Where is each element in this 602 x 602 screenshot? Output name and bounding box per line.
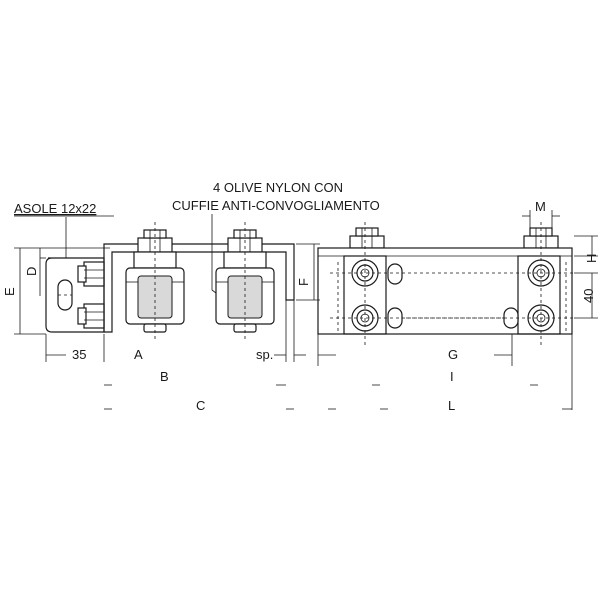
dim-h: H: [584, 254, 599, 263]
dimension-lines: [14, 210, 598, 410]
side-bracket: [103, 243, 295, 333]
dim-m: M: [535, 199, 546, 214]
dim-sp: sp.: [256, 347, 273, 362]
dim-g: G: [448, 347, 458, 362]
slots-label: ASOLE 12x22: [14, 201, 96, 216]
note-line-2: CUFFIE ANTI-CONVOGLIAMENTO: [172, 198, 380, 213]
dim-b: B: [160, 369, 169, 384]
side-nut-bottom: [77, 303, 105, 329]
dim-a: A: [134, 347, 143, 362]
note-line-1: 4 OLIVE NYLON CON: [213, 180, 343, 195]
side-nut-top: [77, 261, 105, 287]
dim-l: L: [448, 398, 455, 413]
front-slot-1: [387, 263, 403, 285]
front-bracket-left: [343, 255, 387, 335]
dim-40: 40: [581, 289, 596, 303]
dim-35: 35: [72, 347, 86, 362]
front-top-bolt-1: [349, 227, 385, 249]
front-bracket-right: [517, 255, 561, 335]
dim-i: I: [450, 369, 454, 384]
dim-f: F: [296, 278, 311, 286]
dim-c: C: [196, 398, 205, 413]
front-view: [317, 222, 575, 345]
dim-d: D: [24, 267, 39, 276]
dim-e: E: [2, 287, 17, 296]
side-view: [45, 222, 295, 340]
